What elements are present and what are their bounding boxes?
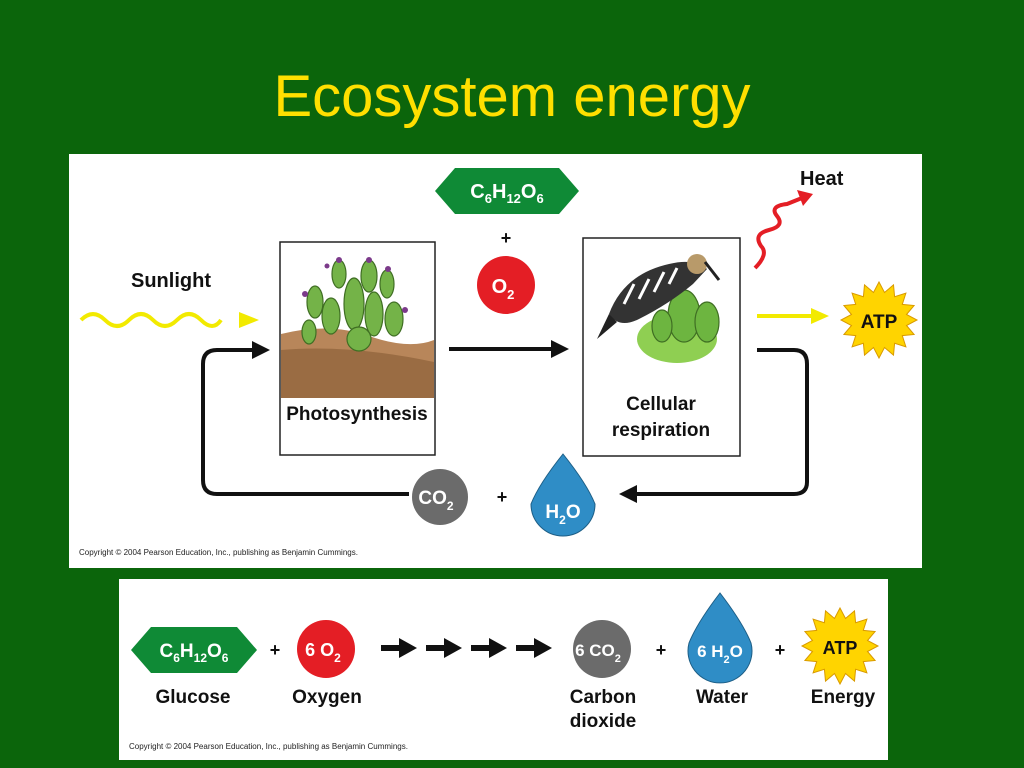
cycle-diagram: Sunlight [79, 168, 919, 537]
water-label: Water [696, 687, 749, 708]
svg-text:6 H2O: 6 H2O [697, 642, 743, 666]
svg-text:H2O: H2O [545, 502, 580, 527]
photosynthesis-box: Photosynthesis [279, 241, 436, 456]
woodpecker-icon [597, 254, 721, 339]
svg-text:O2: O2 [492, 276, 515, 302]
cellular-respiration-box: Cellular respiration [582, 237, 741, 457]
oxygen-label: Oxygen [292, 687, 362, 708]
heat-label: Heat [800, 168, 844, 190]
reaction-arrow-icon [381, 638, 417, 658]
svg-text:C6H12O6: C6H12O6 [160, 641, 229, 665]
plus-sign-1: + [270, 640, 281, 660]
equation-water-drop-badge: 6 H2O [687, 592, 753, 684]
arrow-right-loop [619, 348, 809, 503]
reaction-arrows [381, 638, 552, 658]
cactus-icon [637, 289, 720, 363]
equation-oxygen-badge: 6 O2 [297, 620, 355, 678]
svg-text:C6H12O6: C6H12O6 [470, 181, 543, 206]
svg-text:6 CO2: 6 CO2 [575, 641, 621, 665]
heat-squiggle-icon [753, 190, 813, 270]
cactus-fruit-icon [302, 257, 408, 313]
equation-panel: C6H12O6 Glucose + 6 O2 Oxygen 6 CO2 C [119, 579, 888, 760]
photosynthesis-label: Photosynthesis [286, 404, 427, 425]
equation-atp-starburst-icon: ATP [800, 606, 880, 686]
reaction-arrow-icon [426, 638, 462, 658]
atp-starburst-icon: ATP [839, 280, 919, 360]
equation-glucose-badge: C6H12O6 [131, 627, 257, 673]
sunlight-wave-icon [79, 312, 259, 328]
reaction-arrow-icon [471, 638, 507, 658]
svg-text:CO2: CO2 [418, 488, 454, 513]
respiration-label-line1: Cellular [626, 394, 696, 415]
respiration-label-line2: respiration [612, 420, 710, 441]
co2-badge: CO2 [412, 469, 468, 525]
equation-copyright-text: Copyright © 2004 Pearson Education, Inc.… [129, 742, 408, 751]
copyright-text: Copyright © 2004 Pearson Education, Inc.… [79, 548, 358, 557]
cycle-diagram-panel: Sunlight [69, 154, 922, 568]
reaction-arrow-icon [516, 638, 552, 658]
oxygen-badge: O2 [477, 256, 535, 314]
glucose-label: Glucose [156, 687, 231, 708]
cactus-icon [301, 259, 404, 352]
equation-co2-badge: 6 CO2 [573, 620, 631, 678]
slide-title: Ecosystem energy [273, 64, 751, 129]
glucose-badge: C6H12O6 [435, 168, 579, 214]
equation-diagram: C6H12O6 Glucose + 6 O2 Oxygen 6 CO2 C [131, 592, 880, 732]
arrow-photosynthesis-to-respiration [449, 340, 569, 358]
energy-label: Energy [811, 687, 876, 708]
svg-text:6 O2: 6 O2 [305, 640, 341, 665]
carbon-dioxide-label-line1: Carbon [570, 687, 637, 708]
sunlight-label: Sunlight [131, 270, 211, 292]
carbon-dioxide-label-line2: dioxide [570, 711, 637, 732]
plus-sign-top: + [501, 228, 512, 248]
arrow-to-atp [757, 308, 829, 324]
plus-sign-bottom: + [497, 487, 508, 507]
atp-label: ATP [861, 312, 898, 333]
water-drop-badge: H2O [530, 453, 596, 537]
plus-sign-3: + [775, 640, 786, 660]
arrow-left-loop [201, 341, 409, 496]
plus-sign-2: + [656, 640, 667, 660]
equation-atp-label: ATP [823, 638, 858, 658]
